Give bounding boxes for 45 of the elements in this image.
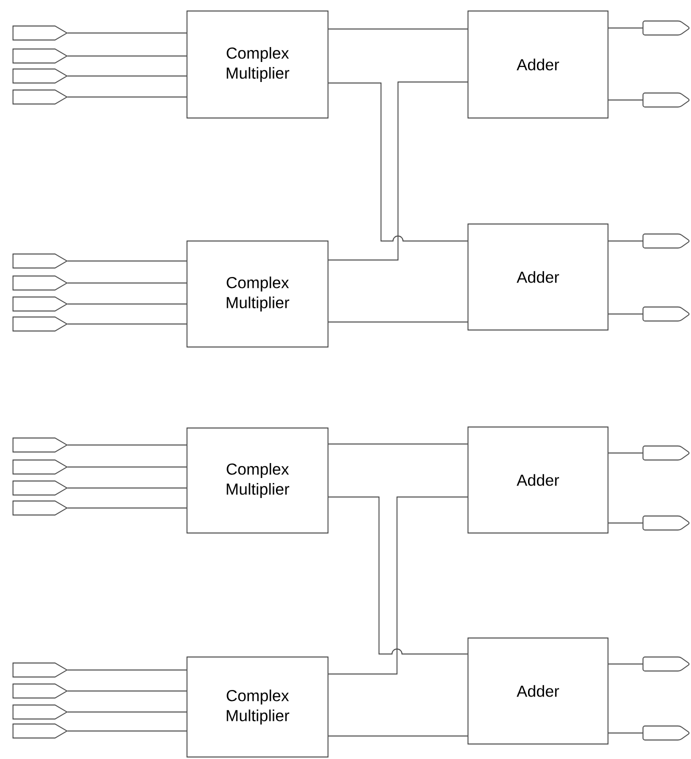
- output-port: [642, 306, 690, 322]
- multiplier-box: Complex Multiplier: [186, 240, 328, 348]
- adder-box: Adder: [468, 10, 608, 118]
- output-port: [642, 516, 690, 530]
- adder-box: Adder: [468, 224, 608, 330]
- connector-line: [67, 466, 187, 468]
- output-port: [642, 92, 690, 108]
- connector-line: [608, 452, 643, 454]
- connector-line: [67, 260, 187, 262]
- input-port: [12, 316, 68, 332]
- input-port: [12, 438, 68, 452]
- output-port: [642, 234, 690, 248]
- input-port: [12, 460, 68, 474]
- input-port: [12, 254, 68, 268]
- connector-line: [328, 28, 468, 30]
- connector-line: [608, 240, 643, 242]
- connector-line: [67, 730, 187, 732]
- multiplier-box: Complex Multiplier: [186, 656, 328, 758]
- input-port: [12, 480, 68, 496]
- input-port: [12, 724, 68, 738]
- connector-line: [67, 96, 187, 98]
- adder-box: Adder: [468, 426, 608, 534]
- output-port: [642, 20, 690, 36]
- input-port: [12, 68, 68, 84]
- multiplier-box: Complex Multiplier: [186, 10, 328, 118]
- connector-line: [67, 32, 187, 34]
- connector-line: [608, 522, 643, 524]
- input-port: [12, 500, 68, 516]
- adder-box: Adder: [468, 638, 608, 744]
- input-port: [12, 662, 68, 678]
- input-port: [12, 90, 68, 104]
- input-port: [12, 48, 68, 64]
- multiplier-box: Complex Multiplier: [186, 428, 328, 534]
- connector-line: [67, 282, 187, 284]
- input-port: [12, 276, 68, 290]
- input-port: [12, 704, 68, 720]
- output-port: [642, 726, 690, 740]
- connector-line: [67, 444, 187, 446]
- connector-line: [67, 690, 187, 692]
- output-port: [642, 656, 690, 672]
- input-port: [12, 684, 68, 698]
- connector-line: [608, 732, 643, 734]
- input-port: [12, 296, 68, 312]
- input-port: [12, 26, 68, 40]
- output-port: [642, 446, 690, 460]
